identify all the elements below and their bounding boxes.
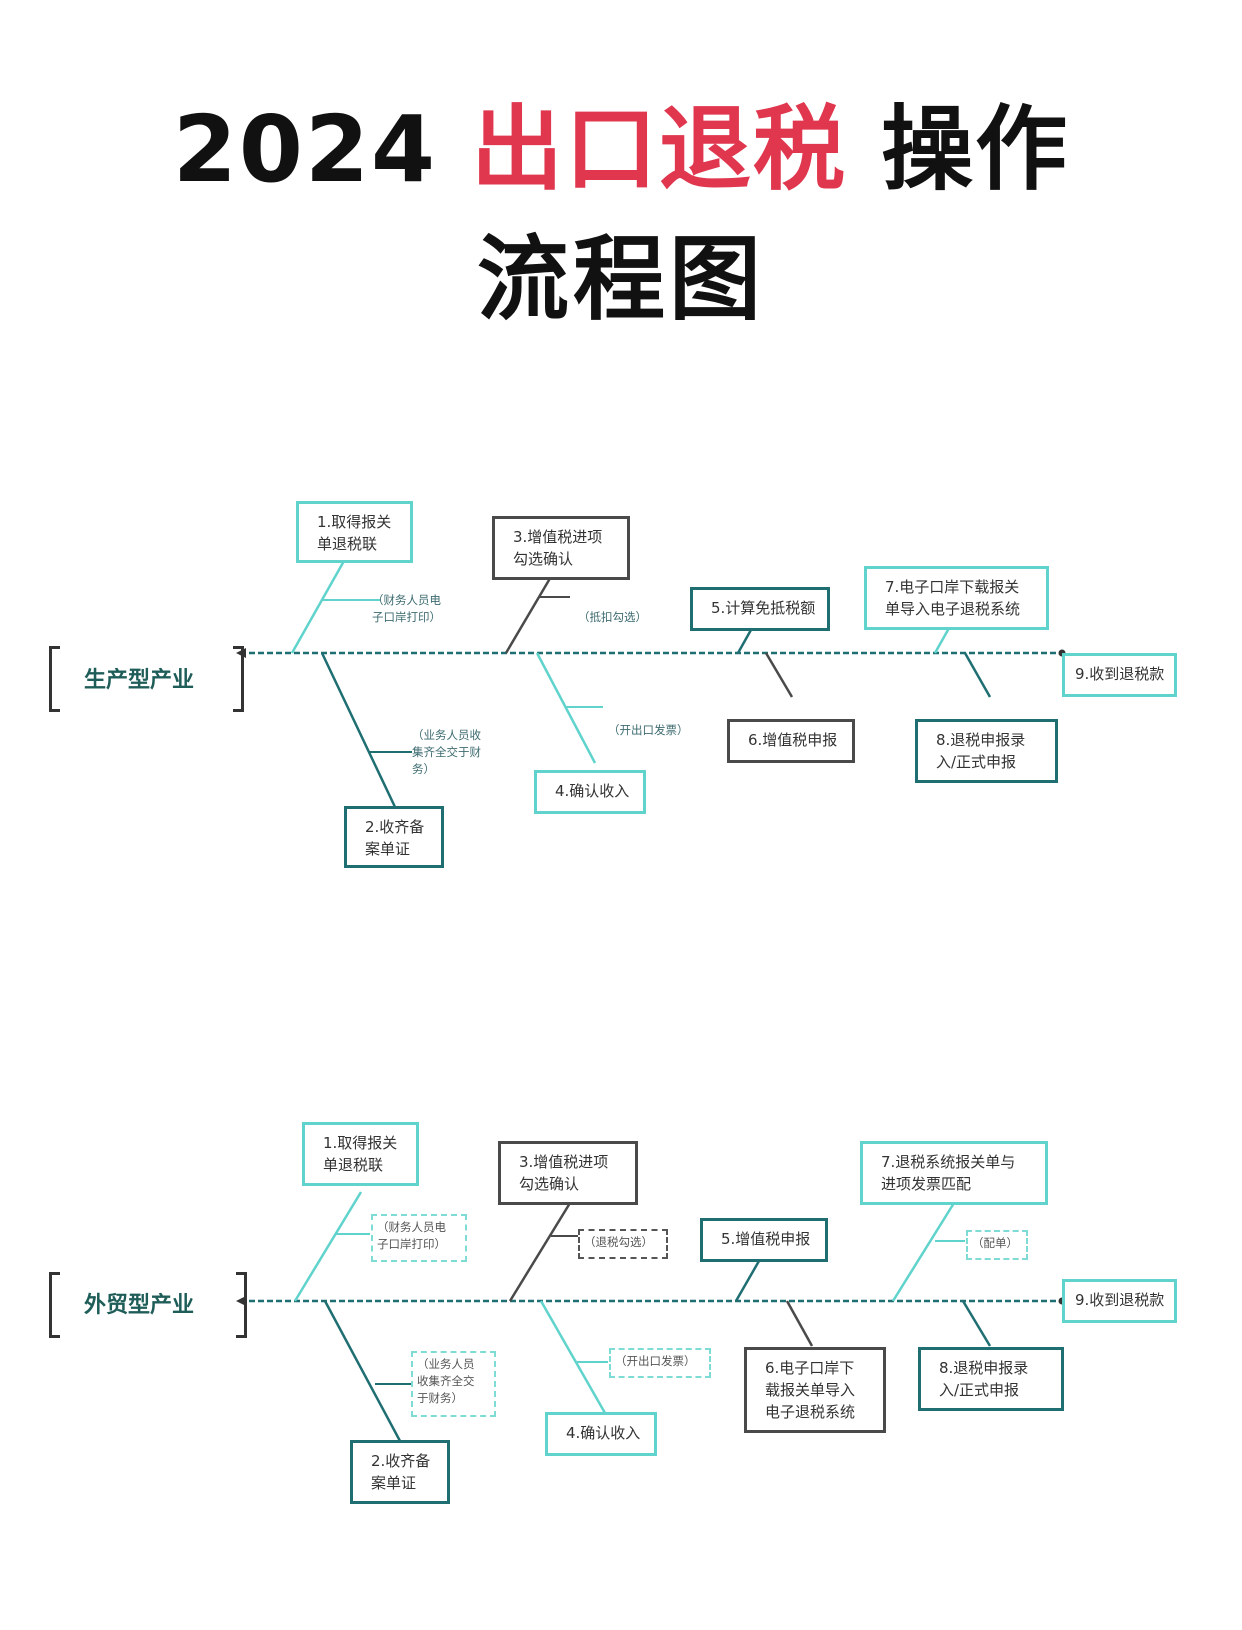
bone-step2 [323,1300,402,1442]
note2-line3: 务） [412,762,435,776]
fish-head-label: 外贸型产业 [84,1293,195,1318]
title-year: 2024 [172,96,437,203]
note2-line2: 收集齐全交 [417,1374,475,1388]
note4: （开出口发票） [608,723,689,737]
step8-line1: 8.退税申报录 [936,731,1026,749]
step5-box: 5.计算免抵税额 [690,587,830,631]
step5-label: 5.计算免抵税额 [711,599,816,617]
head-bracket-left [49,646,60,712]
bone-step1 [293,1191,363,1302]
step2-box: 2.收齐备 案单证 [344,806,444,868]
bone-step8 [963,652,992,698]
head-bracket-right [236,1272,247,1338]
step1-box: 1.取得报关 单退税联 [302,1122,419,1186]
bone-step2 [320,652,397,808]
note2-line2: 集齐全交于财 [412,745,481,759]
step3-line1: 3.增值税进项 [519,1153,609,1171]
step2-line2: 案单证 [365,840,411,858]
step8-line2: 入/正式申报 [939,1381,1020,1399]
end-label: 9.收到退税款 [1075,1291,1165,1309]
note2-line3: 于财务） [417,1391,463,1405]
note1-line1: （财务人员电 [372,593,441,607]
page-title: 2024 出口退税 操作 [0,95,1242,205]
step6-line1: 6.电子口岸下 [765,1359,855,1377]
page-subtitle: 流程图 [476,226,765,333]
step2-line2: 案单证 [371,1474,417,1492]
end-box: 9.收到退税款 [1062,1279,1177,1323]
step6-line2: 载报关单导入 [765,1381,856,1399]
end-label: 9.收到退税款 [1075,665,1165,683]
note2-line1: （业务人员收 [412,728,481,742]
step2-box: 2.收齐备 案单证 [350,1440,450,1504]
step4-box: 4.确认收入 [545,1412,657,1456]
bone-step4 [539,1300,607,1414]
note7: （配单） [966,1230,1028,1260]
step6-line3: 电子退税系统 [765,1403,856,1421]
step7-line2: 单导入电子退税系统 [885,600,1021,618]
step6-box: 6.增值税申报 [727,719,855,763]
end-box: 9.收到退税款 [1062,653,1177,697]
step8-line1: 8.退税申报录 [939,1359,1029,1377]
step7-box: 7.电子口岸下载报关 单导入电子退税系统 [864,566,1049,630]
step3-box: 3.增值税进项 勾选确认 [492,516,630,580]
step4-label: 4.确认收入 [555,782,630,800]
spine-arrowhead [236,1296,246,1306]
step8-line2: 入/正式申报 [936,753,1017,771]
step7-line2: 进项发票匹配 [881,1175,972,1193]
bone-step8 [961,1300,992,1347]
step7-box: 7.退税系统报关单与 进项发票匹配 [860,1141,1048,1205]
head-bracket-left [49,1272,60,1338]
step1-line2: 单退税联 [317,535,378,553]
step1-line1: 1.取得报关 [323,1134,398,1152]
head-bracket-right [233,646,244,712]
step6-label: 6.增值税申报 [748,731,838,749]
note2: （业务人员 收集齐全交 于财务） [411,1351,496,1417]
fish-head-label: 生产型产业 [84,668,195,693]
note1-line2: 子口岸打印） [377,1237,446,1251]
step4-label: 4.确认收入 [566,1424,641,1442]
step1-line1: 1.取得报关 [317,513,392,531]
step4-box: 4.确认收入 [534,770,646,814]
note4: （开出口发票） [609,1348,711,1378]
bone-step6 [785,1300,814,1347]
note3: （退税勾选） [578,1229,668,1259]
step5-label: 5.增值税申报 [721,1230,811,1248]
step3-box: 3.增值税进项 勾选确认 [498,1141,638,1205]
note2: （业务人员收 集齐全交于财 务） [412,727,481,778]
step1-box: 1.取得报关 单退税联 [296,501,413,563]
step7-line1: 7.退税系统报关单与 [881,1153,1016,1171]
step2-line1: 2.收齐备 [365,818,425,836]
step8-box: 8.退税申报录 入/正式申报 [918,1347,1064,1411]
bone-step6 [764,652,794,698]
step3-line2: 勾选确认 [519,1175,580,1193]
note3: （抵扣勾选） [578,610,647,624]
note1: （财务人员电 子口岸打印） [372,592,441,626]
step2-line1: 2.收齐备 [371,1452,431,1470]
note1-line1: （财务人员电 [377,1220,446,1234]
title-highlight: 出口退税 [471,96,848,203]
note1-line2: 子口岸打印） [372,610,441,624]
step3-line1: 3.增值税进项 [513,528,603,546]
title-suffix: 操作 [881,96,1070,203]
note2-line1: （业务人员 [417,1357,475,1371]
step6-box: 6.电子口岸下 载报关单导入 电子退税系统 [744,1347,886,1433]
step5-box: 5.增值税申报 [700,1218,828,1262]
step3-line2: 勾选确认 [513,550,574,568]
step7-line1: 7.电子口岸下载报关 [885,578,1020,596]
fishbone-diagram-2-lines [236,1191,1066,1442]
bone-step7 [891,1202,956,1302]
bone-step3 [508,1202,572,1302]
step8-box: 8.退税申报录 入/正式申报 [915,719,1058,783]
note1: （财务人员电 子口岸打印） [371,1214,467,1262]
step1-line2: 单退税联 [323,1156,384,1174]
